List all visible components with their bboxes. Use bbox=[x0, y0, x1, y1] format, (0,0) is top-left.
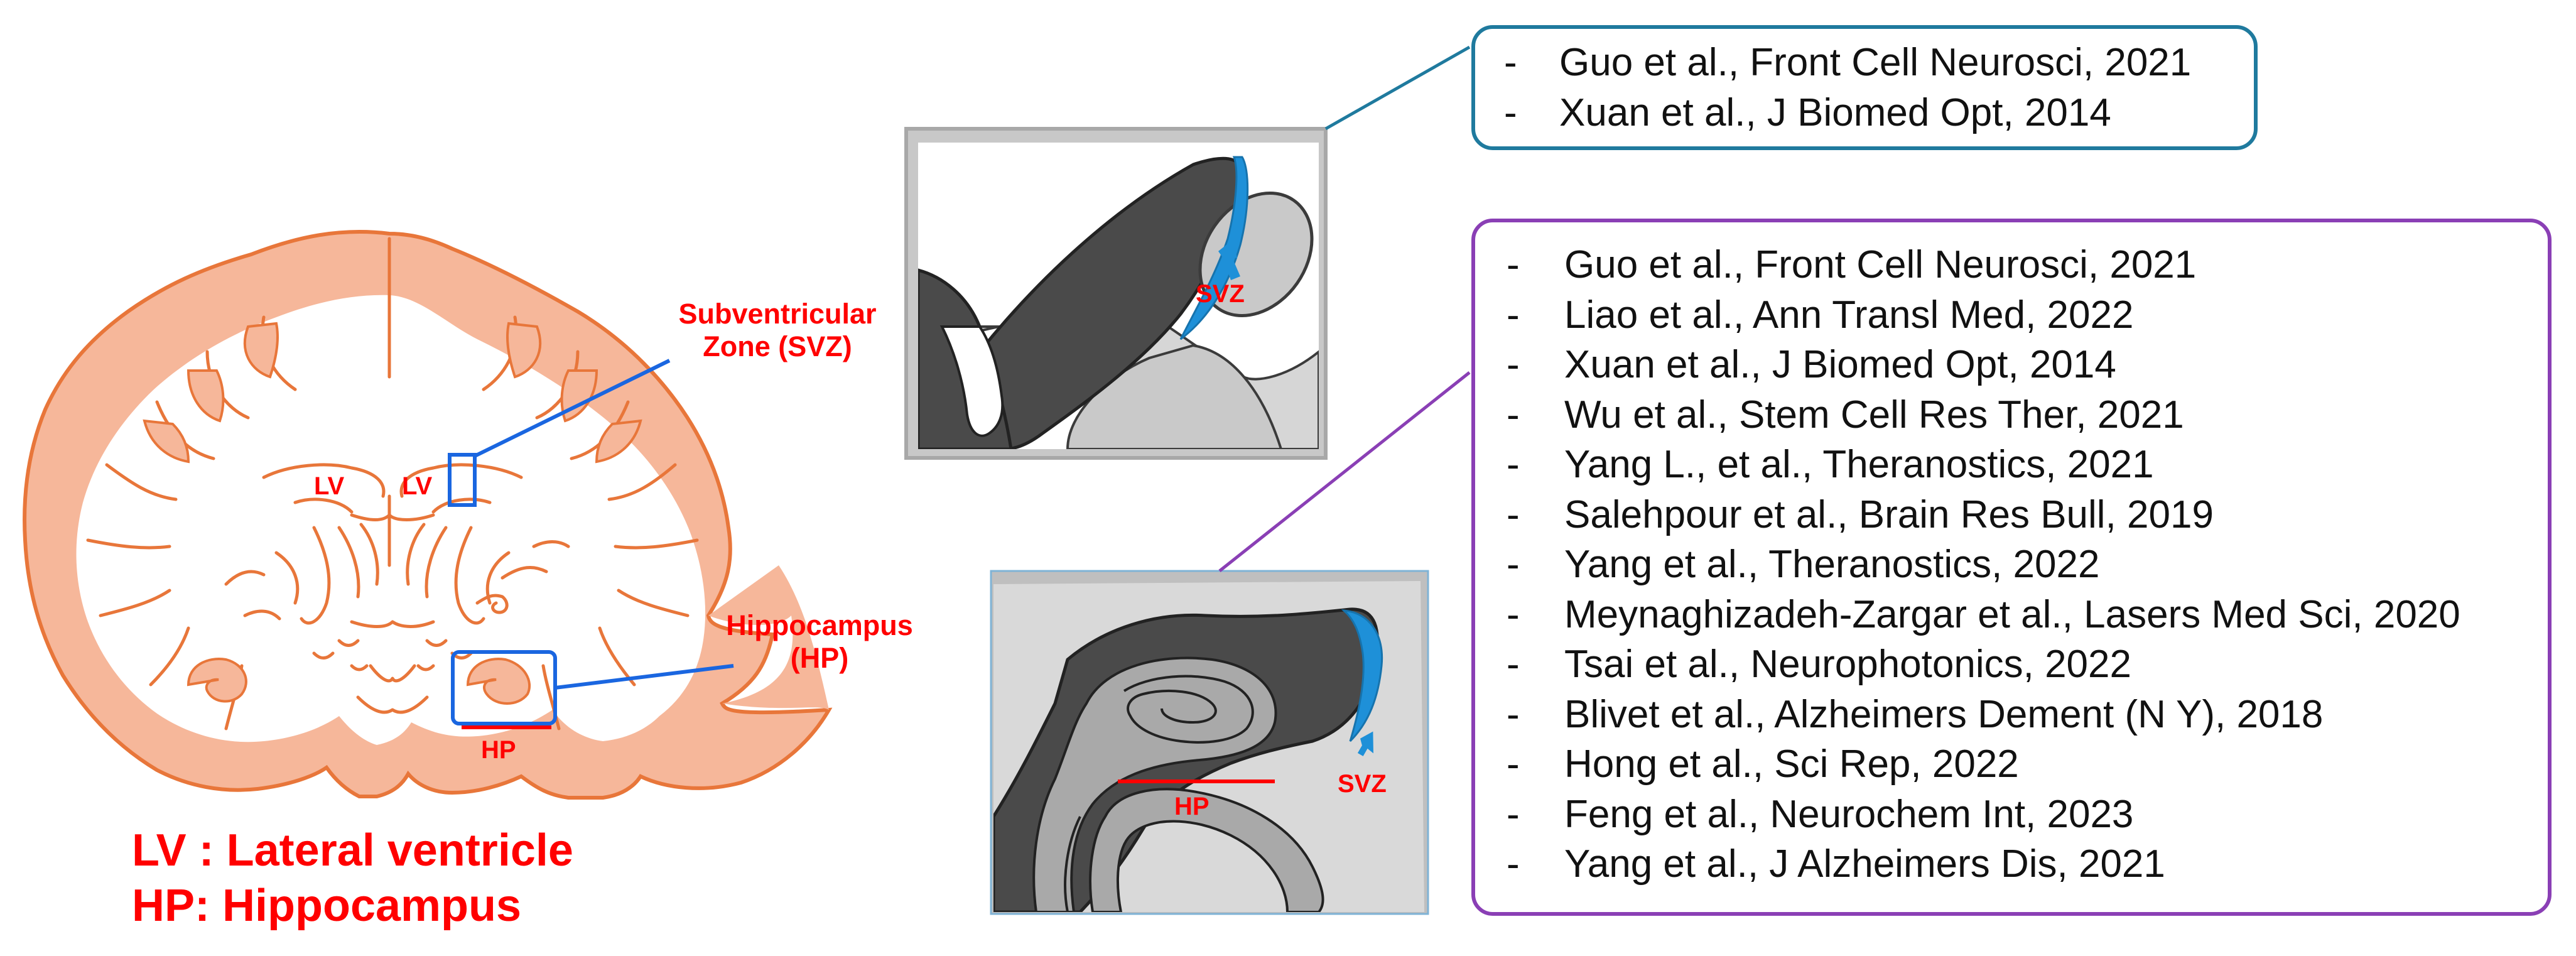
reference-dash: - bbox=[1507, 692, 1520, 736]
coronal-brain-section bbox=[23, 230, 833, 800]
reference-item: -Liao et al., Ann Transl Med, 2022 bbox=[1507, 290, 2511, 340]
reference-dash: - bbox=[1504, 91, 1517, 134]
reference-text: Guo et al., Front Cell Neurosci, 2021 bbox=[1564, 243, 2197, 286]
reference-dash: - bbox=[1507, 792, 1520, 836]
reference-text: Wu et al., Stem Cell Res Ther, 2021 bbox=[1564, 393, 2184, 437]
reference-item: -Blivet et al., Alzheimers Dement (N Y),… bbox=[1507, 690, 2511, 740]
svz-ref-connector bbox=[1324, 45, 1471, 131]
hp-reference-box: -Guo et al., Front Cell Neurosci, 2021-L… bbox=[1471, 219, 2552, 916]
svz-title-line1: Subventricular bbox=[678, 298, 877, 330]
reference-text: Guo et al., Front Cell Neurosci, 2021 bbox=[1559, 41, 2192, 84]
reference-text: Yang et al., J Alzheimers Dis, 2021 bbox=[1564, 842, 2165, 886]
reference-item: - Tsai et al., Neurophotonics, 2022 bbox=[1507, 639, 2511, 690]
reference-dash: - bbox=[1507, 643, 1520, 686]
reference-text: Salehpour et al., Brain Res Bull, 2019 bbox=[1564, 492, 2214, 536]
reference-item: - Xuan et al., J Biomed Opt, 2014 bbox=[1507, 340, 2511, 390]
reference-item: - Yang et al., Theranostics, 2022 bbox=[1507, 540, 2511, 590]
svz-connector-line bbox=[474, 359, 671, 458]
reference-text: Liao et al., Ann Transl Med, 2022 bbox=[1564, 293, 2134, 337]
svz-highlight-box bbox=[448, 453, 477, 507]
reference-text: Blivet et al., Alzheimers Dement (N Y), … bbox=[1564, 692, 2324, 736]
reference-text: Xuan et al., J Biomed Opt, 2014 bbox=[1559, 91, 2111, 134]
reference-text: Yang L., et al., Theranostics, 2021 bbox=[1564, 443, 2154, 486]
svz-title-line2: Zone (SVZ) bbox=[703, 330, 852, 362]
legend-hp: HP: Hippocampus bbox=[132, 881, 522, 931]
reference-item: -Xuan et al., J Biomed Opt, 2014 bbox=[1504, 88, 2509, 138]
reference-dash: - bbox=[1507, 243, 1520, 286]
reference-text: Xuan et al., J Biomed Opt, 2014 bbox=[1564, 343, 2116, 386]
hp-title: Hippocampus (HP) bbox=[725, 609, 914, 675]
svz-title: Subventricular Zone (SVZ) bbox=[648, 298, 907, 363]
reference-item: -Guo et al., Front Cell Neurosci, 2021 bbox=[1504, 38, 2509, 88]
reference-dash: - bbox=[1507, 842, 1520, 886]
svz-inset-bottom-label: SVZ bbox=[1338, 770, 1387, 798]
svz-reference-box: -Guo et al., Front Cell Neurosci, 2021-X… bbox=[1471, 25, 2258, 150]
hp-title-line1: Hippocampus bbox=[726, 609, 913, 641]
reference-text: Hong et al., Sci Rep, 2022 bbox=[1564, 742, 2019, 786]
reference-dash: - bbox=[1507, 543, 1520, 586]
svz-inset-top-label: SVZ bbox=[1196, 280, 1245, 308]
reference-text: Feng et al., Neurochem Int, 2023 bbox=[1564, 792, 2134, 836]
reference-item: - Guo et al., Front Cell Neurosci, 2021 bbox=[1507, 240, 2511, 290]
lv-right-label: LV bbox=[402, 472, 433, 500]
legend-lv: LV : Lateral ventricle bbox=[132, 825, 573, 876]
reference-item: -Wu et al., Stem Cell Res Ther, 2021 bbox=[1507, 390, 2511, 440]
svz-inset-image bbox=[904, 127, 1328, 460]
reference-item: -Hong et al., Sci Rep, 2022 bbox=[1507, 739, 2511, 790]
reference-text: Meynaghizadeh-Zargar et al., Lasers Med … bbox=[1564, 592, 2460, 636]
svz-reference-list: -Guo et al., Front Cell Neurosci, 2021-X… bbox=[1504, 38, 2509, 138]
reference-item: -Feng et al., Neurochem Int, 2023 bbox=[1507, 790, 2511, 840]
hp-brain-label: HP bbox=[481, 736, 516, 764]
hp-inset-label: HP bbox=[1174, 793, 1210, 820]
reference-dash: - bbox=[1507, 742, 1520, 786]
reference-item: -Meynaghizadeh-Zargar et al., Lasers Med… bbox=[1507, 590, 2511, 640]
reference-dash: - bbox=[1504, 41, 1517, 84]
hp-inset-image bbox=[990, 570, 1429, 915]
hp-title-line2: (HP) bbox=[790, 642, 849, 674]
hp-connector-line bbox=[555, 664, 734, 690]
reference-text: Yang et al., Theranostics, 2022 bbox=[1564, 543, 2100, 586]
hp-reference-list: -Guo et al., Front Cell Neurosci, 2021-L… bbox=[1507, 240, 2511, 889]
reference-item: - Yang L., et al., Theranostics, 2021 bbox=[1507, 440, 2511, 490]
reference-dash: - bbox=[1507, 592, 1520, 636]
lv-left-label: LV bbox=[314, 472, 345, 500]
reference-text: Tsai et al., Neurophotonics, 2022 bbox=[1564, 643, 2131, 686]
reference-dash: - bbox=[1507, 343, 1520, 386]
reference-item: -Yang et al., J Alzheimers Dis, 2021 bbox=[1507, 839, 2511, 889]
reference-dash: - bbox=[1507, 443, 1520, 486]
reference-dash: - bbox=[1507, 393, 1520, 437]
reference-dash: - bbox=[1507, 293, 1520, 337]
reference-item: -Salehpour et al., Brain Res Bull, 2019 bbox=[1507, 490, 2511, 540]
reference-dash: - bbox=[1507, 492, 1520, 536]
hp-ref-connector bbox=[1218, 371, 1471, 572]
